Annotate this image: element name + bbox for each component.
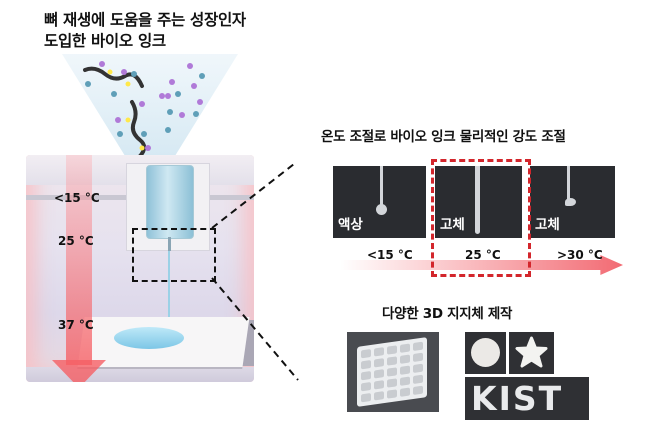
temp-label-photo-1: <15 °C [367, 248, 413, 262]
temp-label-photo-3: >30 °C [557, 248, 603, 262]
ink-filament [475, 166, 480, 234]
temp-label-low: <15 °C [54, 191, 100, 205]
strength-control-title: 온도 조절로 바이오 잉크 물리적인 강도 조절 [321, 129, 566, 145]
optimal-temperature-highlight [431, 159, 531, 277]
ink-strand [567, 166, 570, 202]
photo-liquid: 액상 [333, 166, 426, 238]
state-label-solid-25: 고체 [440, 217, 465, 233]
star-scaffold-photo [509, 332, 554, 374]
state-label-liquid: 액상 [338, 217, 363, 233]
bioink-title-line2: 도입한 바이오 잉크 [44, 32, 166, 50]
lattice-scaffold-photo [347, 332, 439, 412]
photo-solid-30: 고체 [530, 166, 615, 238]
bioink-molecule-illustration [62, 54, 238, 164]
temp-label-photo-2: 25 °C [465, 248, 501, 262]
temp-label-mid: 25 °C [58, 234, 94, 248]
temperature-gradient-arrow [66, 155, 92, 365]
temp-label-high: 37 °C [58, 318, 94, 332]
photo-solid-25: 고체 [435, 166, 522, 238]
temperature-increase-arrow [340, 255, 623, 275]
bioink-title-line1: 뼈 재생에 도움을 주는 성장인자 [44, 11, 246, 29]
ink-strand [380, 166, 383, 208]
syringe-needle [168, 237, 171, 251]
temperature-arrow-head [52, 360, 106, 382]
circle-scaffold-photo [465, 332, 506, 374]
ink-droplet [376, 204, 387, 215]
state-label-solid-30: 고체 [535, 217, 560, 233]
zoom-region-box [132, 228, 216, 282]
ink-blob [565, 198, 576, 206]
bioink-title: 뼈 재생에 도움을 주는 성장인자 도입한 바이오 잉크 [44, 10, 246, 52]
circle-scaffold [471, 338, 500, 367]
printed-disc [114, 327, 184, 349]
bioink-filament [168, 251, 170, 317]
kist-scaffold-photo: KIST [465, 377, 589, 420]
star-scaffold [515, 336, 548, 368]
bioprinter-illustration: <15 °C 25 °C 37 °C [26, 155, 254, 382]
lattice-grid [357, 337, 427, 407]
kist-scaffold-text: KIST [471, 379, 564, 418]
scaffold-title: 다양한 3D 지지체 제작 [382, 306, 513, 322]
